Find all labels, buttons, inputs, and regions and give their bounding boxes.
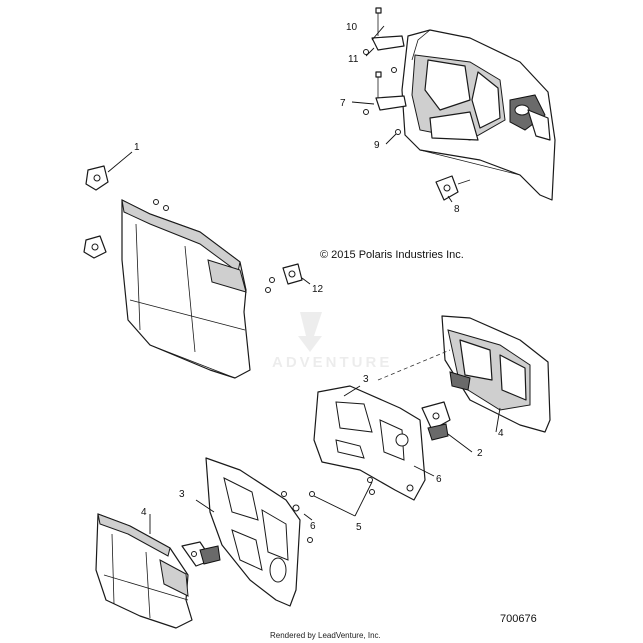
callout-7: 7 xyxy=(340,98,346,109)
latch-bracket-8 xyxy=(435,175,471,201)
watermark-text: ADVENTURE xyxy=(272,354,392,371)
outer-door-upper xyxy=(121,199,251,379)
callout-4-right: 4 xyxy=(498,428,504,439)
callout-9: 9 xyxy=(374,140,380,151)
callout-12: 12 xyxy=(312,284,324,295)
callout-3-right: 3 xyxy=(363,374,369,385)
render-credit: Rendered by LeadVenture, Inc. xyxy=(270,631,381,640)
rear-door-panel xyxy=(441,315,551,433)
callout-4-left: 4 xyxy=(141,507,147,518)
document-number: 700676 xyxy=(500,613,537,625)
hinge-upper xyxy=(363,7,407,135)
callout-2: 2 xyxy=(477,448,483,459)
callout-8: 8 xyxy=(454,204,460,215)
callout-5: 5 xyxy=(356,522,362,533)
hinge-1 xyxy=(83,165,109,259)
inner-frame-right xyxy=(313,385,426,501)
bracket-12 xyxy=(265,263,303,293)
copyright-notice: © 2015 Polaris Industries Inc. xyxy=(320,249,464,261)
fasteners xyxy=(153,199,375,543)
callout-6-left: 6 xyxy=(310,521,316,532)
callout-3-left: 3 xyxy=(179,489,185,500)
alignment-line xyxy=(377,349,451,381)
door-panel-top xyxy=(401,29,556,201)
callout-1: 1 xyxy=(134,142,140,153)
watermark-logo xyxy=(298,312,322,352)
outer-door-lower xyxy=(95,513,193,629)
callout-11: 11 xyxy=(348,54,359,65)
inner-frame-left xyxy=(205,457,301,607)
latch-2 xyxy=(421,401,451,441)
callout-10: 10 xyxy=(346,22,358,33)
callout-6-right: 6 xyxy=(436,474,442,485)
latch-lower xyxy=(181,541,221,567)
leader-lines xyxy=(107,25,501,534)
